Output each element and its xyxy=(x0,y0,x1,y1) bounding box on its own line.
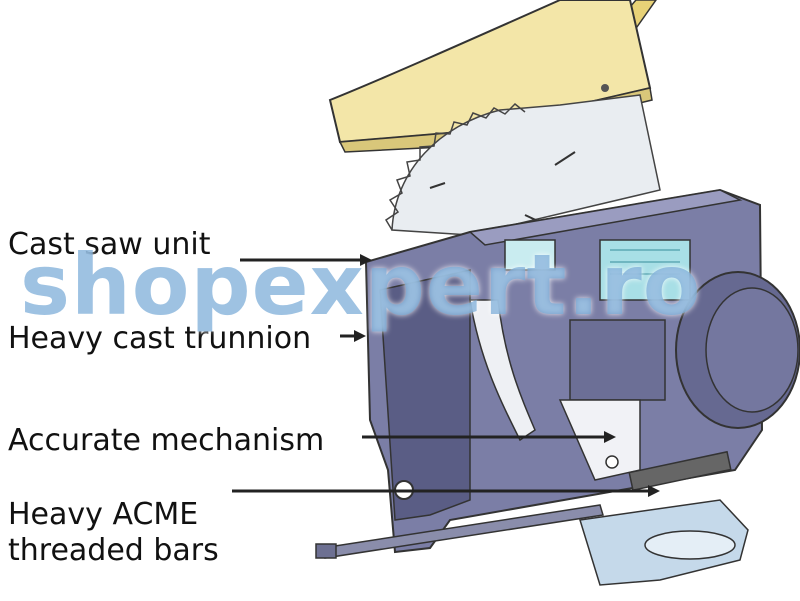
acme-threaded-bar xyxy=(315,450,732,559)
tilt-mechanism xyxy=(469,239,691,481)
motor xyxy=(675,271,800,429)
callout-acme-line2: threaded bars xyxy=(8,533,219,568)
callout-acme-line1: Heavy ACME xyxy=(8,497,199,532)
callout-arrows xyxy=(232,254,660,497)
saw-blade xyxy=(384,94,661,236)
callout-mechanism: Accurate mechanism xyxy=(8,423,325,458)
callout-saw-unit: Cast saw unit xyxy=(8,227,211,262)
foot-pad xyxy=(579,499,749,586)
callout-acme: Heavy ACME threaded bars xyxy=(8,497,219,569)
callout-trunnion: Heavy cast trunnion xyxy=(8,321,312,356)
